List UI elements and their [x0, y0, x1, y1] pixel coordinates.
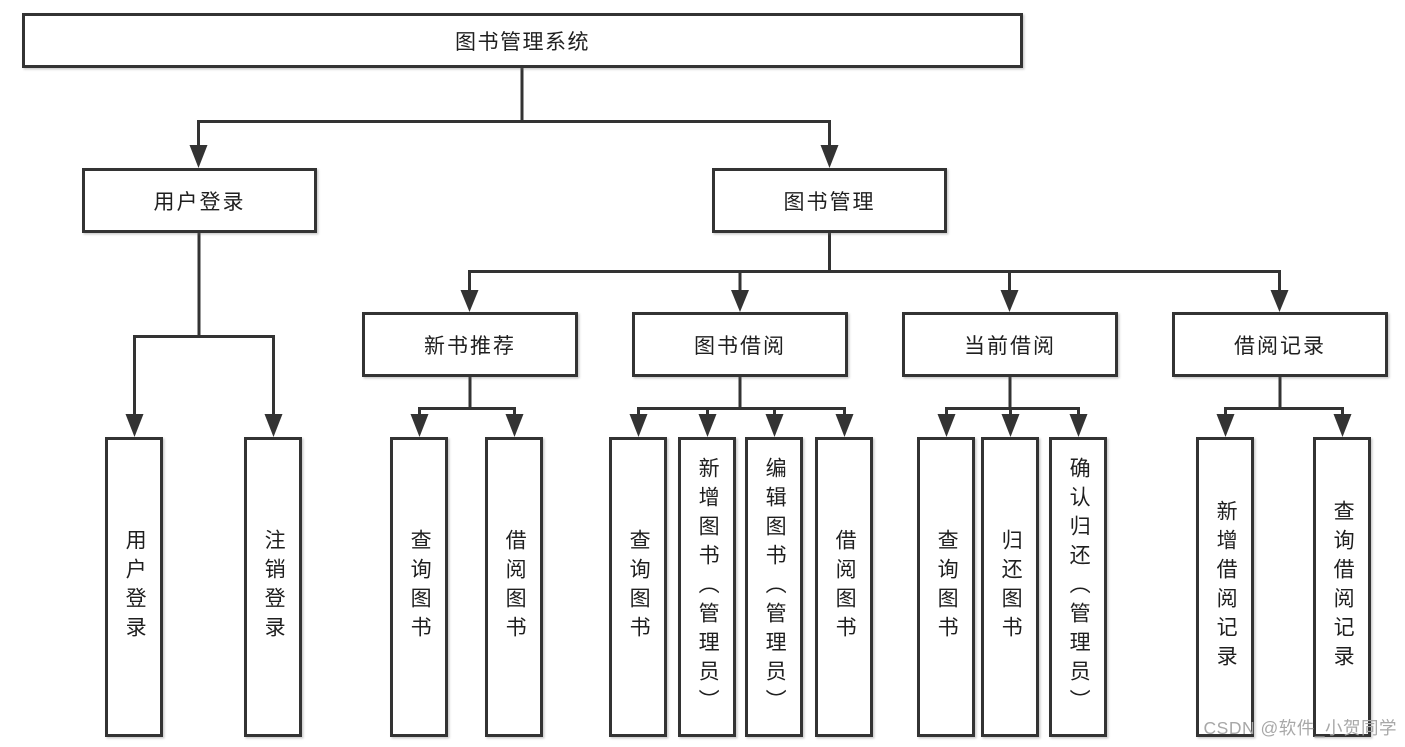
- leaf-logout: 注销登录: [244, 437, 302, 737]
- node-book-borrowing: 图书借阅: [632, 312, 848, 377]
- node-label: 新增借阅记录: [1214, 500, 1238, 674]
- edge-new-book-recommendation-to-leaves: [410, 376, 524, 437]
- node-label: 确认归还（管理员）: [1067, 456, 1091, 718]
- arrow-head: [505, 414, 524, 437]
- arrow-head: [629, 414, 648, 437]
- node-label: 编辑图书（管理员）: [763, 456, 787, 718]
- node-label: 查询图书: [935, 529, 959, 645]
- leaf-user-login: 用户登录: [105, 437, 163, 737]
- node-label: 借阅记录: [1234, 334, 1326, 358]
- node-label: 图书借阅: [694, 334, 786, 358]
- arrow-head: [1000, 290, 1019, 312]
- arrow-head: [1069, 414, 1088, 437]
- arrow-head: [264, 414, 283, 437]
- node-label: 新增图书（管理员）: [696, 456, 720, 718]
- arrow-head: [125, 414, 144, 437]
- edge-user-login-to-leaves: [125, 232, 283, 437]
- leaf-current-query-books: 查询图书: [917, 437, 975, 737]
- node-label: 图书管理: [783, 190, 876, 214]
- arrow-head: [460, 290, 479, 312]
- leaf-borrowing-edit-books-admin: 编辑图书（管理员）: [745, 437, 803, 737]
- csdn-watermark: CSDN @软件_小贺同学: [1203, 718, 1397, 738]
- arrow-head: [1270, 290, 1289, 312]
- leaf-current-confirm-return-admin: 确认归还（管理员）: [1049, 437, 1107, 737]
- node-label: 当前借阅: [964, 334, 1056, 358]
- leaf-records-add-record: 新增借阅记录: [1196, 437, 1254, 737]
- node-label: 图书管理系统: [455, 30, 590, 54]
- edge-root-to-level1: [189, 67, 839, 168]
- node-label: 查询借阅记录: [1331, 500, 1355, 674]
- leaf-records-query-record: 查询借阅记录: [1313, 437, 1371, 737]
- node-current-borrowing: 当前借阅: [902, 312, 1118, 377]
- leaf-recommend-query-books: 查询图书: [390, 437, 448, 737]
- arrow-head: [1333, 414, 1352, 437]
- edge-book-management-to-level2: [460, 232, 1289, 312]
- node-new-book-recommendation: 新书推荐: [362, 312, 578, 377]
- leaf-borrowing-query-books: 查询图书: [609, 437, 667, 737]
- node-label: 查询图书: [408, 529, 432, 645]
- arrow-head: [1216, 414, 1235, 437]
- edge-current-borrowing-to-leaves: [937, 376, 1088, 437]
- edge-book-borrowing-to-leaves: [629, 376, 854, 437]
- node-label: 注销登录: [262, 529, 286, 645]
- arrow-head: [765, 414, 784, 437]
- node-book-management: 图书管理: [712, 168, 947, 233]
- leaf-current-return-books: 归还图书: [981, 437, 1039, 737]
- node-library-management-system: 图书管理系统: [22, 13, 1023, 68]
- edge-borrowing-records-to-leaves: [1216, 376, 1352, 437]
- node-label: 借阅图书: [833, 529, 857, 645]
- node-label: 查询图书: [627, 529, 651, 645]
- arrow-head: [698, 414, 717, 437]
- leaf-recommend-borrow-books: 借阅图书: [485, 437, 543, 737]
- leaf-borrowing-add-books-admin: 新增图书（管理员）: [678, 437, 736, 737]
- arrow-head: [820, 145, 839, 168]
- node-label: 用户登录: [153, 190, 246, 214]
- arrow-head: [731, 290, 749, 312]
- node-label: 归还图书: [999, 529, 1023, 645]
- node-label: 借阅图书: [503, 529, 527, 645]
- arrow-head: [835, 414, 854, 437]
- node-label: 新书推荐: [424, 334, 516, 358]
- node-user-login: 用户登录: [82, 168, 317, 233]
- node-borrowing-records: 借阅记录: [1172, 312, 1388, 377]
- leaf-borrowing-borrow-books: 借阅图书: [815, 437, 873, 737]
- arrow-head: [937, 414, 956, 437]
- node-label: 用户登录: [123, 529, 147, 645]
- arrow-head: [189, 145, 208, 168]
- arrow-head: [1001, 414, 1020, 437]
- arrow-head: [410, 414, 429, 437]
